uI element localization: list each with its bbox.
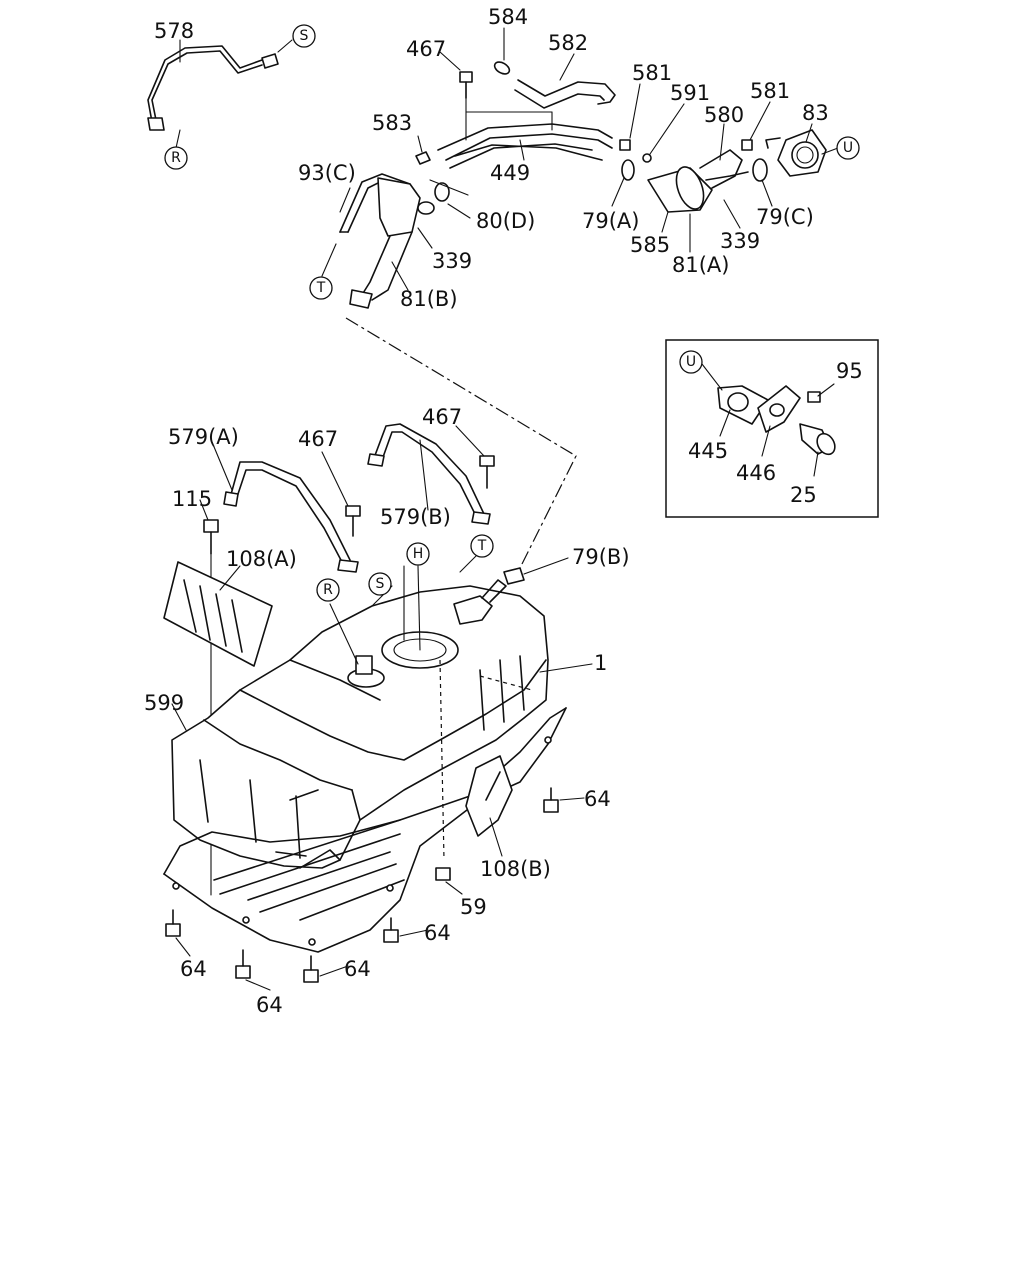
callout-t-top: T <box>309 276 333 300</box>
part-467-bolt <box>345 455 495 537</box>
callout-r-tank: R <box>316 578 340 602</box>
label-446: 446 <box>736 461 776 485</box>
neck-to-tank-leader <box>345 317 577 573</box>
callout-t-tank: T <box>470 534 494 558</box>
label-59: 59 <box>460 895 487 919</box>
callout-s-top: S <box>292 24 316 48</box>
label-467-top: 467 <box>406 37 446 61</box>
label-95: 95 <box>836 359 863 383</box>
label-64-left: 64 <box>180 957 207 981</box>
label-599: 599 <box>144 691 184 715</box>
svg-text:R: R <box>323 582 333 598</box>
label-583: 583 <box>372 111 412 135</box>
label-115: 115 <box>172 487 212 511</box>
part-579a-strap <box>223 461 359 573</box>
label-79c: 79(C) <box>756 205 814 229</box>
label-83: 83 <box>802 101 829 125</box>
label-580: 580 <box>704 103 744 127</box>
callout-u-top: U <box>836 136 860 160</box>
label-582: 582 <box>548 31 588 55</box>
label-579b: 579(B) <box>380 505 451 529</box>
label-64-bottom-mid: 64 <box>344 957 371 981</box>
label-79b: 79(B) <box>572 545 630 569</box>
part-108a-heat-shield <box>163 561 273 667</box>
label-339-right: 339 <box>720 229 760 253</box>
label-467-mid-right: 467 <box>422 405 462 429</box>
callout-s-tank: S <box>368 572 392 596</box>
label-1: 1 <box>594 651 607 675</box>
callout-u-inset: U <box>679 350 703 374</box>
part-81b-filler-neck <box>349 177 450 309</box>
part-59-nut <box>435 867 451 881</box>
tank-hidden-line-2 <box>479 675 533 691</box>
label-79a: 79(A) <box>582 209 639 233</box>
part-585-filler-hose <box>621 149 768 213</box>
label-591: 591 <box>670 81 710 105</box>
label-581-right: 581 <box>750 79 790 103</box>
label-64-bottom: 64 <box>256 993 283 1017</box>
label-64-right: 64 <box>584 787 611 811</box>
part-83-filler-housing <box>765 129 827 177</box>
label-81b: 81(B) <box>400 287 458 311</box>
part-582-hose <box>493 61 616 109</box>
top-leader-lines <box>175 27 839 291</box>
label-578: 578 <box>154 19 194 43</box>
label-339-left: 339 <box>432 249 472 273</box>
svg-text:H: H <box>413 546 424 562</box>
part-64-bolts <box>165 787 559 983</box>
inset-box <box>665 339 879 518</box>
label-579a: 579(A) <box>168 425 239 449</box>
label-467-mid-left: 467 <box>298 427 338 451</box>
label-64-mid: 64 <box>424 921 451 945</box>
label-93c: 93(C) <box>298 161 356 185</box>
svg-text:U: U <box>686 354 696 370</box>
part-108b-heat-shield <box>465 755 513 837</box>
part-581-clamp <box>619 139 753 163</box>
svg-text:R: R <box>171 150 181 166</box>
svg-text:S: S <box>376 576 385 592</box>
label-449: 449 <box>490 161 530 185</box>
svg-text:T: T <box>477 538 487 554</box>
label-108a: 108(A) <box>226 547 297 571</box>
label-445: 445 <box>688 439 728 463</box>
label-25: 25 <box>790 483 817 507</box>
part-1-fuel-tank <box>171 567 549 869</box>
label-108b: 108(B) <box>480 857 551 881</box>
part-449-pipe-assembly <box>415 71 613 169</box>
tank-leader-lines <box>171 425 593 991</box>
part-number-labels: 578 584 582 467 581 591 581 580 83 583 4… <box>144 5 863 1017</box>
callout-r-top: R <box>164 146 188 170</box>
label-585: 585 <box>630 233 670 257</box>
part-579b-strap <box>367 423 491 525</box>
svg-text:U: U <box>843 140 853 156</box>
label-581-left: 581 <box>632 61 672 85</box>
callout-h-tank: H <box>406 542 430 566</box>
part-578-fuel-line <box>147 39 293 131</box>
svg-text:S: S <box>300 28 309 44</box>
part-599-protector-tray <box>163 707 567 953</box>
tank-hidden-line <box>439 659 445 861</box>
label-584: 584 <box>488 5 528 29</box>
circled-callouts: S R U T U R S H <box>164 24 860 602</box>
svg-text:T: T <box>316 280 326 296</box>
label-81a: 81(A) <box>672 253 729 277</box>
label-80d: 80(D) <box>476 209 535 233</box>
